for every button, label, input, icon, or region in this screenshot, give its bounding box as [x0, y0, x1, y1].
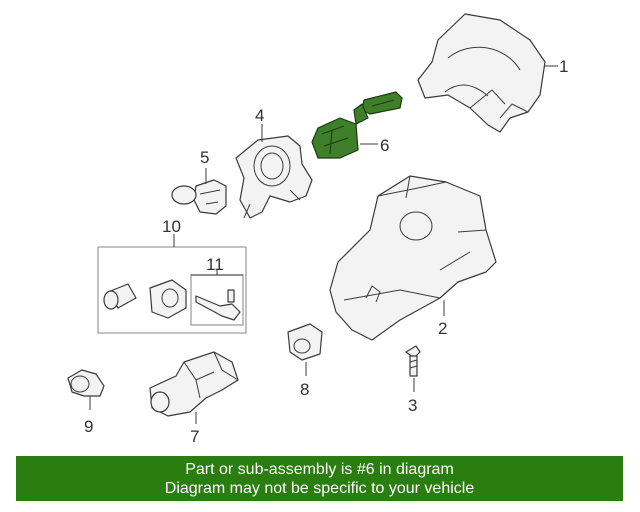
callout-4: 4: [255, 106, 264, 125]
callout-6: 6: [380, 136, 389, 155]
part-11-key: [195, 289, 241, 321]
callout-2: 2: [438, 319, 447, 338]
banner-line-1: Part or sub-assembly is #6 in diagram: [185, 460, 454, 478]
part-3-bolt: [405, 345, 421, 377]
kit-10-box: [97, 234, 247, 334]
callout-1: 1: [559, 57, 568, 76]
part-10-lock-housing: [149, 279, 187, 319]
callout-3: 3: [408, 396, 417, 415]
callout-5: 5: [200, 148, 209, 167]
part-10-lock-cylinder: [103, 283, 137, 310]
part-9-ring: [67, 369, 105, 397]
part-6-multifunction-switch: [311, 91, 403, 159]
part-8-sensor: [287, 323, 323, 361]
callout-8: 8: [300, 380, 309, 399]
part-4-bracket: [235, 135, 313, 219]
part-2-column-body: [329, 175, 497, 341]
part-1-upper-shroud: [417, 13, 546, 133]
callout-10: 10: [162, 217, 181, 236]
part-5-cylinder-housing: [171, 179, 227, 215]
parts-diagram: 1 6 4 5 10 11: [67, 13, 568, 446]
banner-line-2: Diagram may not be specific to your vehi…: [164, 479, 475, 497]
callout-11: 11: [206, 255, 224, 274]
callout-9: 9: [84, 417, 93, 436]
info-banner: Part or sub-assembly is #6 in diagram Di…: [16, 456, 623, 501]
callout-7: 7: [190, 427, 199, 446]
part-7-lock-assembly: [149, 351, 239, 417]
